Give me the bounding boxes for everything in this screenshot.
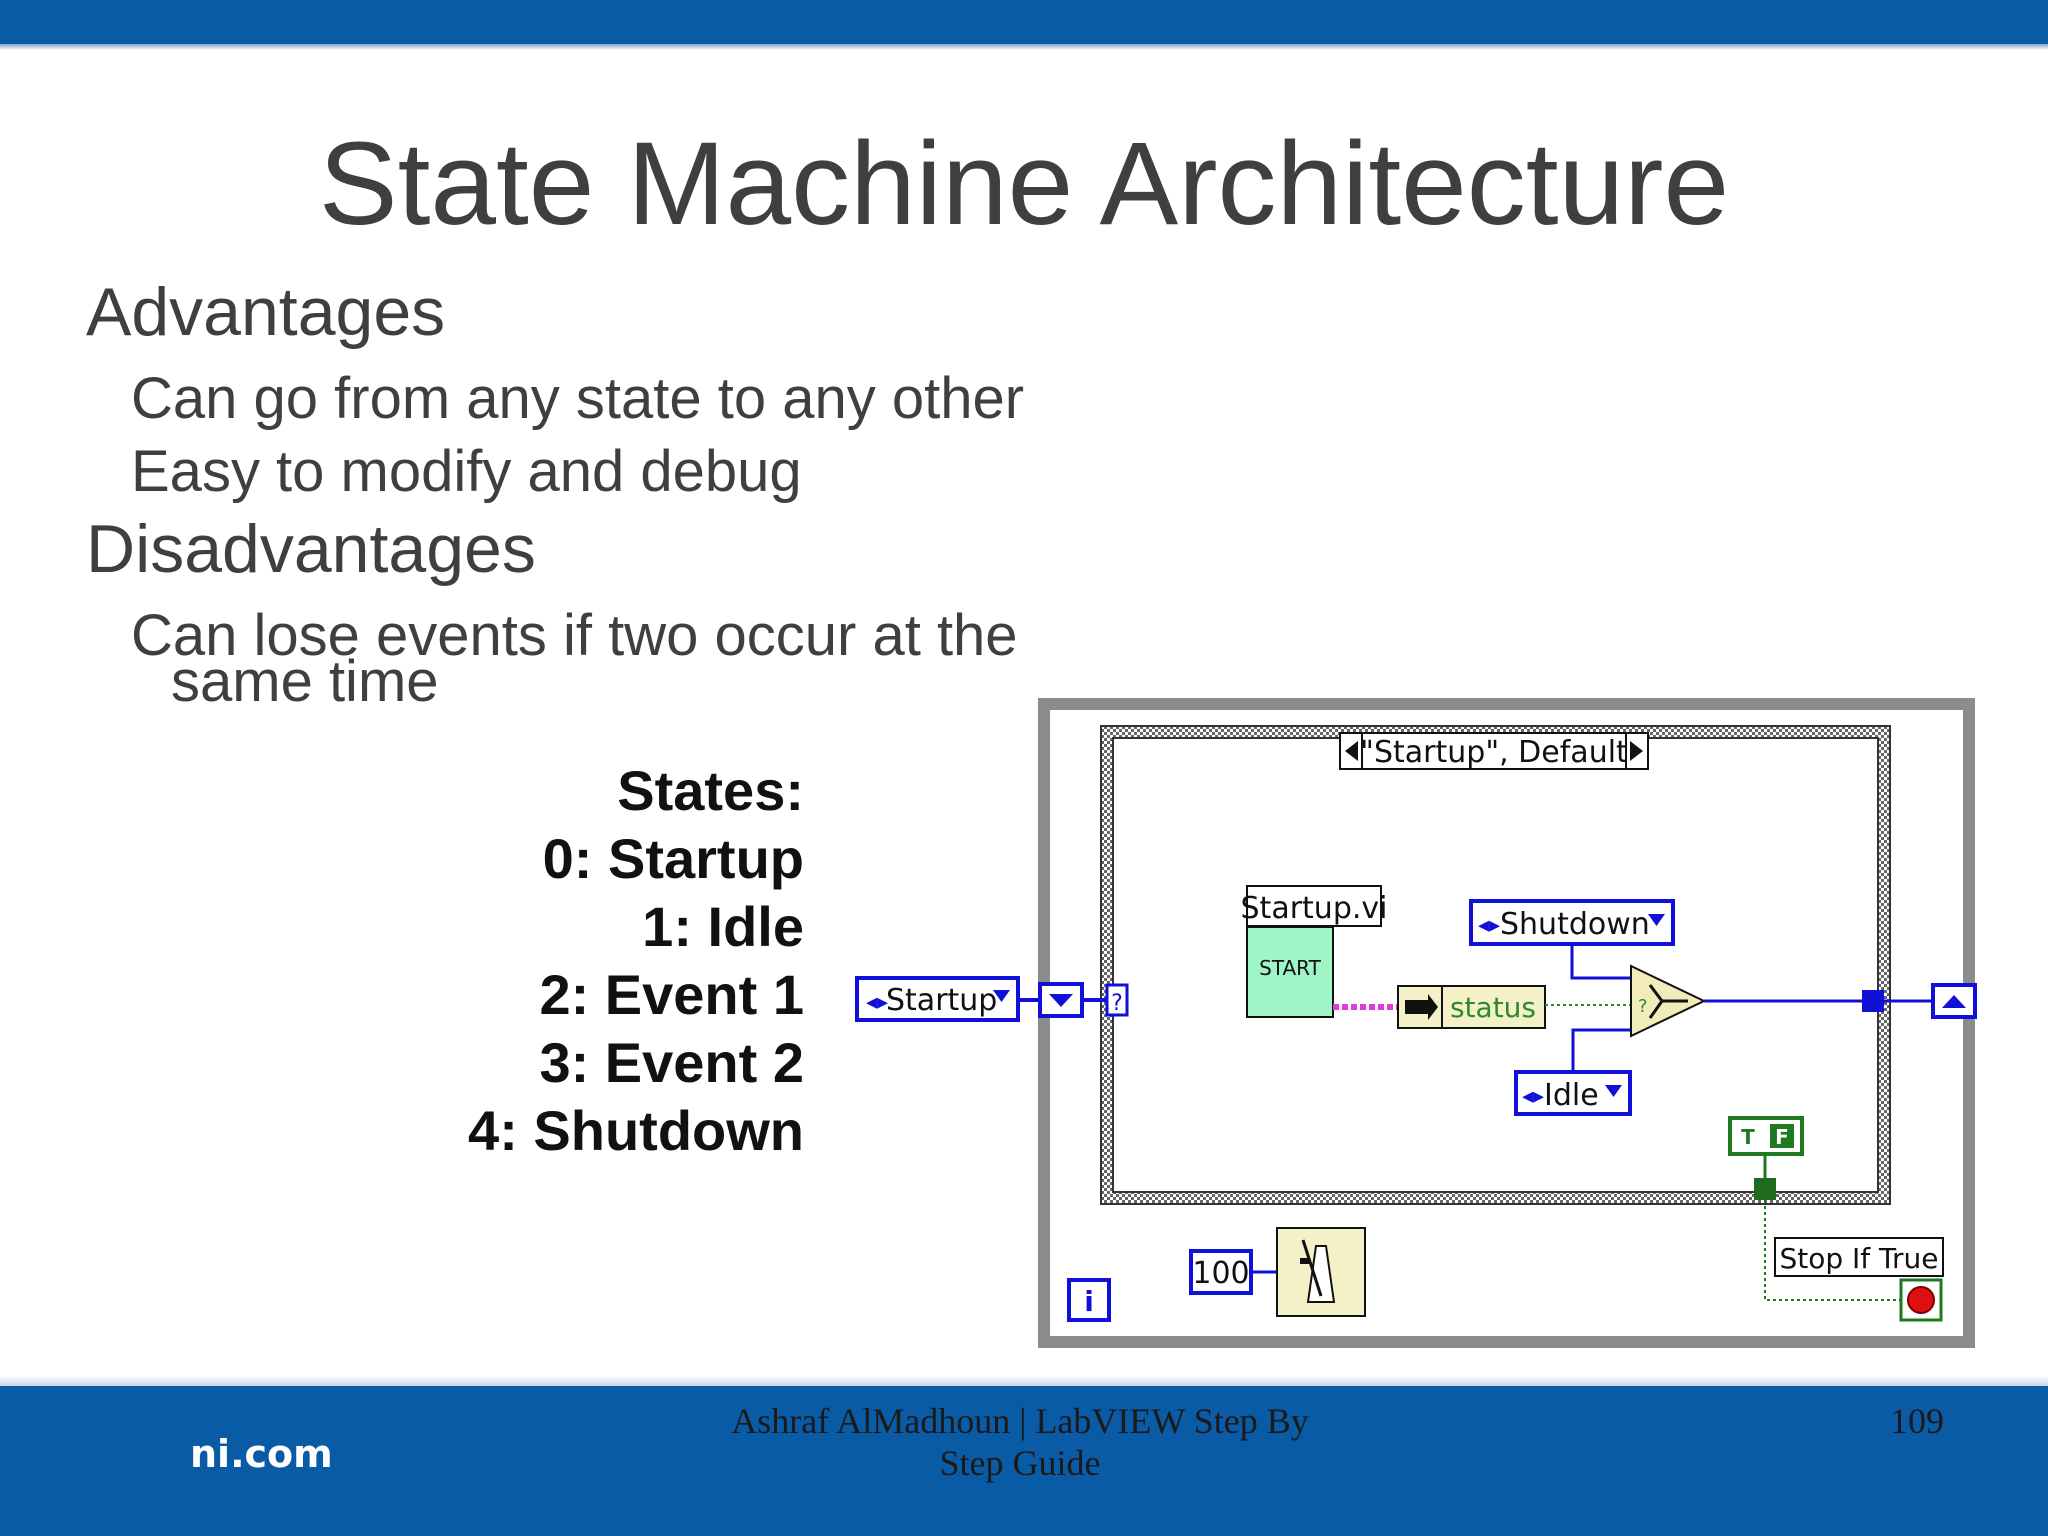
selector-terminal-text: ? (1111, 991, 1123, 1016)
stop-label-box (1774, 1237, 1944, 1277)
idle-enum-text: Idle (1544, 1078, 1599, 1113)
state-item: 1: Idle (642, 895, 804, 958)
enum-spin-icon: ◂▸ (1522, 1084, 1544, 1109)
while-loop-frame (1038, 698, 1975, 1348)
tunnel (1862, 990, 1884, 1012)
advantage-item-1: Can go from any state to any other (131, 366, 1025, 431)
states-heading: States: (617, 759, 804, 822)
shutdown-enum-constant[interactable]: ◂▸ Shutdown (1469, 899, 1675, 946)
shift-register-left (1038, 982, 1084, 1018)
top-bar-shadow (0, 44, 2048, 50)
case-selector-label[interactable]: "Startup", Default (1339, 732, 1649, 770)
dropdown-arrow-icon (993, 990, 1010, 1002)
subvi-label: Startup.vi (1241, 891, 1388, 926)
subvi-icon-text: START (1259, 956, 1321, 980)
metronome-icon[interactable] (1276, 1227, 1366, 1317)
dropdown-arrow-icon (1648, 914, 1665, 926)
startup-enum-text: Startup (886, 983, 997, 1018)
state-item: 4: Shutdown (468, 1099, 804, 1162)
boolean-constant[interactable]: F T (1728, 1116, 1804, 1156)
iteration-text: i (1084, 1285, 1094, 1318)
wait-constant-text: 100 (1192, 1256, 1249, 1291)
case-selector-terminal (1105, 983, 1129, 1017)
footer-credit-line1: Ashraf AlMadhoun | LabVIEW Step By (731, 1401, 1309, 1441)
decrement-arrow-icon[interactable] (1345, 741, 1358, 761)
footer-credit: Ashraf AlMadhoun | LabVIEW Step By Step … (700, 1400, 1340, 1484)
shift-register-up-icon (1942, 995, 1966, 1008)
ni-logo: ni.com (190, 1432, 333, 1476)
subvi-label-box (1246, 885, 1382, 927)
disadvantage-item-line1: Can lose events if two occur at the (131, 603, 1018, 668)
disadvantage-item-line2: same time (171, 649, 439, 714)
footer-credit-line2: Step Guide (939, 1443, 1101, 1483)
disadvantages-heading: Disadvantages (86, 511, 536, 587)
advantages-heading: Advantages (86, 274, 446, 350)
shift-register-down-icon (1049, 994, 1073, 1007)
footer-shadow (0, 1376, 2048, 1386)
footer-bar (0, 1386, 2048, 1536)
stop-label: Stop If True (1779, 1242, 1938, 1275)
advantage-item-2: Easy to modify and debug (131, 439, 802, 504)
case-selector-text: "Startup", Default (1360, 735, 1628, 770)
startup-subvi[interactable] (1246, 926, 1334, 1018)
increment-arrow-icon[interactable] (1630, 741, 1643, 761)
state-item: 3: Event 2 (539, 1031, 804, 1094)
shutdown-enum-text: Shutdown (1500, 907, 1650, 942)
enum-spin-icon: ◂▸ (1478, 913, 1500, 938)
startup-enum-constant[interactable]: ◂▸ Startup (855, 976, 1020, 1022)
unbundle-arrow-icon (1405, 994, 1438, 1020)
page-number: 109 (1890, 1401, 1944, 1441)
iteration-terminal (1067, 1278, 1111, 1322)
top-bar (0, 0, 2048, 44)
svg-text:T: T (1741, 1125, 1755, 1149)
enum-spin-icon: ◂▸ (866, 990, 888, 1015)
states-list: States: 0: Startup 1: Idle 2: Event 1 3:… (468, 757, 804, 1165)
slide-title: State Machine Architecture (318, 118, 1730, 250)
select-function-icon[interactable]: ? (1630, 964, 1707, 1038)
idle-enum-constant[interactable]: ◂▸ Idle (1514, 1070, 1632, 1116)
boolean-tunnel (1754, 1178, 1776, 1200)
svg-text:?: ? (1638, 996, 1648, 1017)
state-item: 0: Startup (542, 827, 804, 890)
state-item: 2: Event 1 (539, 963, 804, 1026)
svg-text:F: F (1775, 1125, 1789, 1149)
dropdown-arrow-icon (1605, 1085, 1622, 1097)
status-label: status (1450, 991, 1536, 1024)
